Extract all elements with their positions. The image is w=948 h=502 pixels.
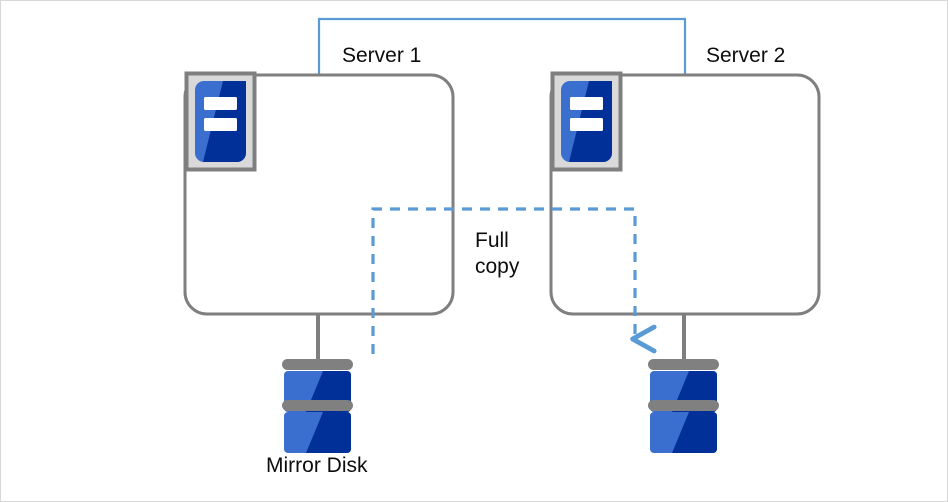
server-icon xyxy=(550,71,623,172)
connector-full-copy xyxy=(371,207,657,354)
connector-interconnect xyxy=(317,17,687,75)
server2-label: Server 2 xyxy=(706,44,786,67)
full-copy-label-line1: Full xyxy=(475,229,509,252)
disk-stack-icon xyxy=(648,359,719,453)
server1-label: Server 1 xyxy=(342,44,422,67)
disk-stack-icon xyxy=(282,359,353,453)
server-icon xyxy=(184,71,257,172)
mirror-disk-label: Mirror Disk xyxy=(266,454,368,477)
full-copy-label: Full copy xyxy=(475,228,519,280)
full-copy-label-line2: copy xyxy=(475,255,520,278)
